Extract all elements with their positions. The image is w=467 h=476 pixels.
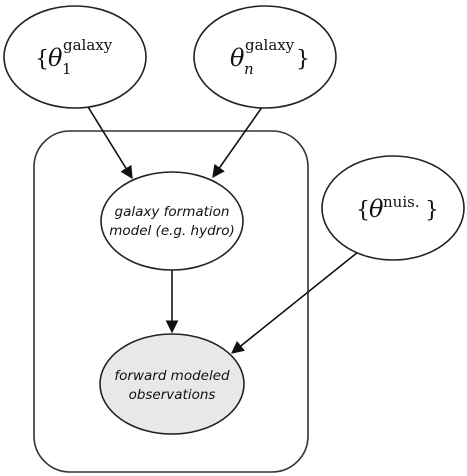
node-theta-nuisance-open-brace: { <box>356 198 370 223</box>
node-galaxy-formation-model-line2: model (e.g. hydro) <box>109 223 235 239</box>
node-theta-galaxy-1-symbol: θ <box>48 44 63 72</box>
edge-theta-galaxy-n-to-model <box>212 102 266 179</box>
node-theta-galaxy-n-symbol: θ <box>230 44 245 72</box>
node-galaxy-formation-model: galaxy formation model (e.g. hydro) <box>100 171 244 271</box>
node-theta-galaxy-1-ellipse <box>3 5 147 109</box>
node-theta-galaxy-n-subscript: n <box>244 60 254 78</box>
node-theta-nuisance-superscript: nuis. <box>383 193 420 211</box>
node-theta-nuisance-symbol: θ <box>369 195 384 223</box>
node-theta-galaxy-n-close-brace: } <box>296 47 310 72</box>
node-galaxy-formation-model-line1: galaxy formation <box>115 204 230 220</box>
node-theta-galaxy-1-open-brace: { <box>35 47 49 72</box>
edge-theta-nuisance-to-observations <box>231 251 359 354</box>
plate <box>33 130 309 473</box>
node-forward-modeled-observations-line1: forward modeled <box>114 368 230 384</box>
node-forward-modeled-observations-line2: observations <box>129 387 216 403</box>
node-theta-galaxy-n-ellipse <box>193 5 337 109</box>
node-theta-galaxy-1: { θ galaxy 1 <box>3 5 147 109</box>
node-theta-galaxy-1-subscript: 1 <box>62 60 72 78</box>
node-forward-modeled-observations-ellipse <box>99 333 245 435</box>
edge-theta-galaxy-1-to-model <box>84 101 133 180</box>
node-theta-nuisance-ellipse <box>321 155 465 261</box>
node-theta-nuisance: { θ nuis. } <box>321 155 465 261</box>
node-theta-galaxy-n-superscript: galaxy <box>245 36 295 54</box>
node-theta-galaxy-n: θ galaxy n } <box>193 5 337 109</box>
node-theta-nuisance-close-brace: } <box>425 198 439 223</box>
node-galaxy-formation-model-ellipse <box>100 171 244 271</box>
node-theta-galaxy-1-superscript: galaxy <box>63 36 113 54</box>
node-forward-modeled-observations: forward modeled observations <box>99 333 245 435</box>
